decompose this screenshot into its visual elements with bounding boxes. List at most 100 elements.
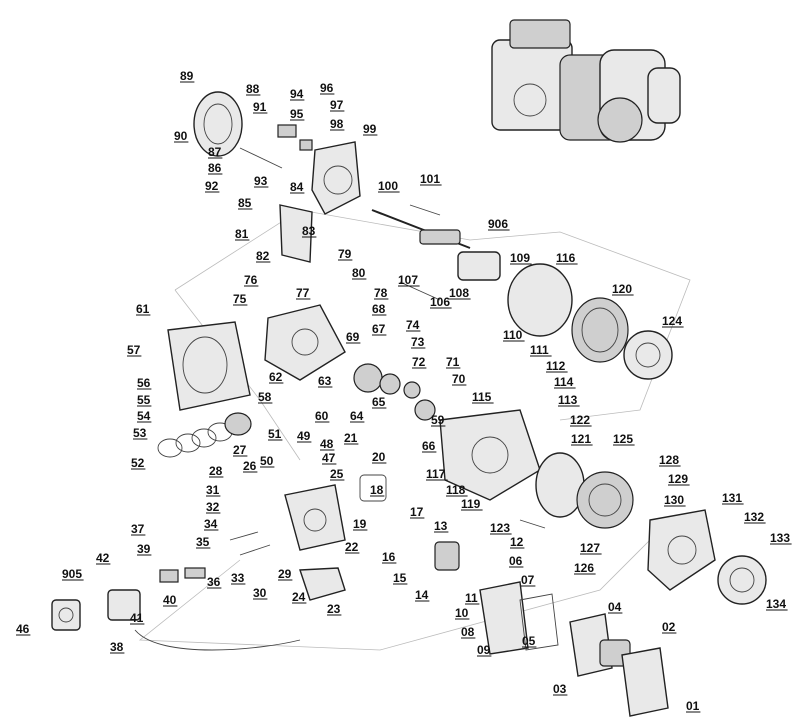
part-label-62: 62 (269, 370, 283, 384)
part-label-111: 111 (530, 343, 549, 357)
part-label-33: 33 (231, 571, 245, 585)
fan-wheel-part-124 (623, 330, 673, 380)
part-label-110: 110 (503, 328, 523, 342)
part-label-125: 125 (613, 432, 633, 446)
part-label-21: 21 (344, 431, 358, 445)
part-label-119: 119 (461, 497, 481, 511)
part-label-86: 86 (208, 161, 222, 175)
part-label-124: 124 (662, 314, 682, 328)
part-label-28: 28 (209, 464, 223, 478)
part-label-130: 130 (664, 493, 684, 507)
carburetor-part (434, 541, 460, 571)
part-label-26: 26 (243, 459, 257, 473)
engine-housing-part (311, 141, 361, 215)
part-label-54: 54 (137, 409, 151, 423)
part-label-01: 01 (686, 699, 700, 713)
part-label-120: 120 (612, 282, 632, 296)
part-label-101: 101 (420, 172, 440, 186)
seal-rings-part (157, 412, 252, 458)
part-label-59: 59 (431, 413, 445, 427)
part-label-73: 73 (411, 335, 425, 349)
part-label-06: 06 (509, 554, 523, 568)
part-label-04: 04 (608, 600, 622, 614)
part-label-133: 133 (770, 531, 790, 545)
rotor-part (571, 297, 629, 363)
part-label-09: 09 (477, 643, 491, 657)
part-label-91: 91 (253, 100, 267, 114)
part-label-16: 16 (382, 550, 396, 564)
part-label-63: 63 (318, 374, 332, 388)
part-label-55: 55 (137, 393, 151, 407)
part-label-78: 78 (374, 286, 388, 300)
air-filter-element-part (519, 593, 559, 651)
part-label-70: 70 (452, 372, 466, 386)
part-label-116: 116 (556, 251, 576, 265)
part-label-11: 11 (465, 591, 478, 605)
part-label-52: 52 (131, 456, 145, 470)
part-label-74: 74 (406, 318, 420, 332)
crankcase-part (264, 304, 346, 381)
part-label-128: 128 (659, 453, 679, 467)
part-label-05: 05 (522, 634, 536, 648)
part-label-89: 89 (180, 69, 194, 83)
recoil-starter-part (717, 555, 767, 605)
part-label-30: 30 (253, 586, 267, 600)
part-label-32: 32 (206, 500, 220, 514)
part-label-22: 22 (345, 540, 359, 554)
part-label-95: 95 (290, 107, 304, 121)
part-label-17: 17 (410, 505, 424, 519)
part-label-109: 109 (510, 251, 530, 265)
part-label-68: 68 (372, 302, 386, 316)
part-label-25: 25 (330, 467, 344, 481)
part-label-61: 61 (136, 302, 150, 316)
part-label-13: 13 (434, 519, 448, 533)
part-label-77: 77 (296, 286, 310, 300)
starter-cover-part (193, 91, 243, 157)
part-label-29: 29 (278, 567, 292, 581)
side-panel-part (51, 599, 81, 631)
intake-flange-part (107, 589, 141, 621)
part-label-94: 94 (290, 87, 304, 101)
air-filter-housing-part (479, 581, 529, 655)
fan-housing-part (647, 509, 716, 591)
part-label-40: 40 (163, 593, 177, 607)
part-label-23: 23 (327, 602, 341, 616)
part-label-96: 96 (320, 81, 334, 95)
part-label-88: 88 (246, 82, 260, 96)
part-label-67: 67 (372, 322, 386, 336)
part-label-114: 114 (554, 375, 574, 389)
cylinder-block-part (439, 409, 541, 501)
assembled-engine-illustration (491, 19, 681, 143)
part-label-97: 97 (330, 98, 344, 112)
part-label-66: 66 (422, 439, 436, 453)
part-label-34: 34 (204, 517, 218, 531)
part-label-41: 41 (130, 611, 144, 625)
cylinder-head-part (284, 484, 346, 551)
part-label-50: 50 (260, 454, 274, 468)
part-label-107: 107 (398, 273, 418, 287)
part-label-07: 07 (521, 573, 535, 587)
part-label-121: 121 (571, 432, 591, 446)
part-label-84: 84 (290, 180, 304, 194)
part-label-82: 82 (256, 249, 270, 263)
part-label-90: 90 (174, 129, 188, 143)
part-label-76: 76 (244, 273, 258, 287)
part-label-38: 38 (110, 640, 124, 654)
part-label-93: 93 (254, 174, 268, 188)
part-label-122: 122 (570, 413, 590, 427)
muffler-part (167, 321, 251, 411)
part-label-36: 36 (207, 575, 221, 589)
part-label-127: 127 (580, 541, 600, 555)
hose-part (134, 629, 301, 651)
outer-cover-part-01 (621, 647, 669, 717)
part-label-83: 83 (302, 224, 316, 238)
part-label-905: 905 (62, 567, 82, 581)
part-label-117: 117 (426, 467, 446, 481)
part-label-132: 132 (744, 510, 764, 524)
connector-bracket-part (159, 567, 206, 583)
part-label-65: 65 (372, 395, 386, 409)
part-label-19: 19 (353, 517, 367, 531)
part-label-18: 18 (370, 483, 384, 497)
part-label-14: 14 (415, 588, 429, 602)
part-label-100: 100 (378, 179, 398, 193)
